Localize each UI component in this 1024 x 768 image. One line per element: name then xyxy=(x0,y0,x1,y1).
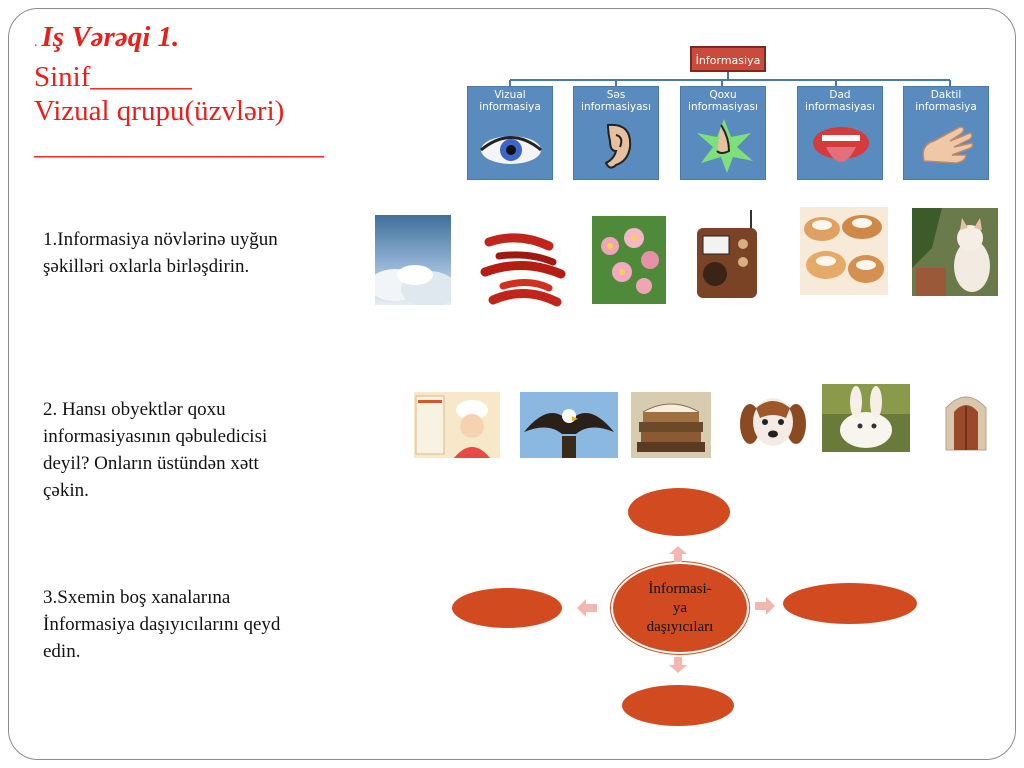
card-label-1: Səs xyxy=(606,89,626,101)
group-line: Vizual qrupu(üzvləri) xyxy=(34,95,285,127)
arrow-down-icon xyxy=(669,657,687,673)
nose-icon xyxy=(697,119,753,173)
tree-connector-lines xyxy=(509,72,951,86)
ear-icon xyxy=(604,123,632,169)
cat-image[interactable] xyxy=(912,208,998,296)
q2-line-3: deyil? Onların üstündən xətt xyxy=(43,453,259,474)
books-image[interactable] xyxy=(631,392,711,458)
arrow-up-icon xyxy=(669,546,687,562)
eye-icon xyxy=(480,136,542,164)
scheme-empty-box-right[interactable] xyxy=(783,583,917,624)
scheme-empty-box-top[interactable] xyxy=(628,488,730,536)
arrow-right-icon xyxy=(755,597,775,615)
door-image[interactable] xyxy=(934,384,998,452)
card-label-1: Vizual xyxy=(494,89,526,101)
clouds-image[interactable] xyxy=(375,215,451,305)
card-label-2: informasiyası xyxy=(581,101,651,113)
card-label-2: informasiyası xyxy=(805,101,875,113)
worksheet-title: Iş Vərəqi 1. xyxy=(41,21,180,53)
q3-line-2: İnformasiya daşıyıcılarını qeyd xyxy=(43,614,281,635)
question-2: 2. Hansı obyektlər qoxu informasiyasının… xyxy=(43,396,267,504)
chili-peppers-image[interactable] xyxy=(479,222,567,312)
q3-line-1: 3.Sxemin boş xanalarına xyxy=(43,587,231,608)
info-root-box: İnformasiya xyxy=(690,46,766,72)
scheme-empty-box-left[interactable] xyxy=(452,588,562,628)
q2-line-4: çəkin. xyxy=(43,480,89,501)
q1-line-1: 1.Informasiya növlərinə uyğun xyxy=(43,229,278,250)
worksheet-header: .Iş Vərəqi 1. Sinif_______ Vizual qrupu(… xyxy=(34,20,324,162)
class-line: Sinif_______ xyxy=(34,61,192,93)
book-girl-image[interactable] xyxy=(414,392,500,458)
card-label-1: Qoxu xyxy=(709,89,737,101)
q2-line-1: 2. Hansı obyektlər qoxu xyxy=(43,399,226,420)
flowers-image[interactable] xyxy=(592,216,666,304)
arrow-left-icon xyxy=(577,599,597,617)
center-line-1: İnformasi- xyxy=(648,580,712,597)
title-dot: . xyxy=(34,35,38,50)
question-1: 1.Informasiya növlərinə uyğun şəkilləri … xyxy=(43,226,278,280)
scheme-center-node: İnformasi- ya daşıyıcıları xyxy=(611,562,749,654)
card-label-1: Dad xyxy=(829,89,851,101)
center-line-3: daşıyıcıları xyxy=(646,618,714,635)
center-line-2: ya xyxy=(672,599,688,616)
card-label-2: informasiya xyxy=(915,101,977,113)
hand-icon xyxy=(922,126,974,164)
members-line: ____________________ xyxy=(34,129,324,161)
question-3: 3.Sxemin boş xanalarına İnformasiya daşı… xyxy=(43,584,280,665)
puppy-image[interactable] xyxy=(736,384,810,456)
card-label-1: Daktil xyxy=(930,89,962,101)
q2-line-2: informasiyasının qəbuledicisi xyxy=(43,426,268,447)
tongue-icon xyxy=(813,127,869,162)
slide-frame xyxy=(8,8,1016,760)
card-label-2: informasiya xyxy=(479,101,541,113)
q3-line-3: edin. xyxy=(43,641,81,662)
rabbit-image[interactable] xyxy=(822,384,910,452)
card-label-2: informasiyası xyxy=(688,101,758,113)
pastries-image[interactable] xyxy=(800,207,888,295)
eagle-image[interactable] xyxy=(520,392,618,458)
radio-image[interactable] xyxy=(693,208,763,302)
scheme-empty-box-bottom[interactable] xyxy=(622,685,734,726)
q1-line-2: şəkilləri oxlarla birləşdirin. xyxy=(43,256,250,277)
